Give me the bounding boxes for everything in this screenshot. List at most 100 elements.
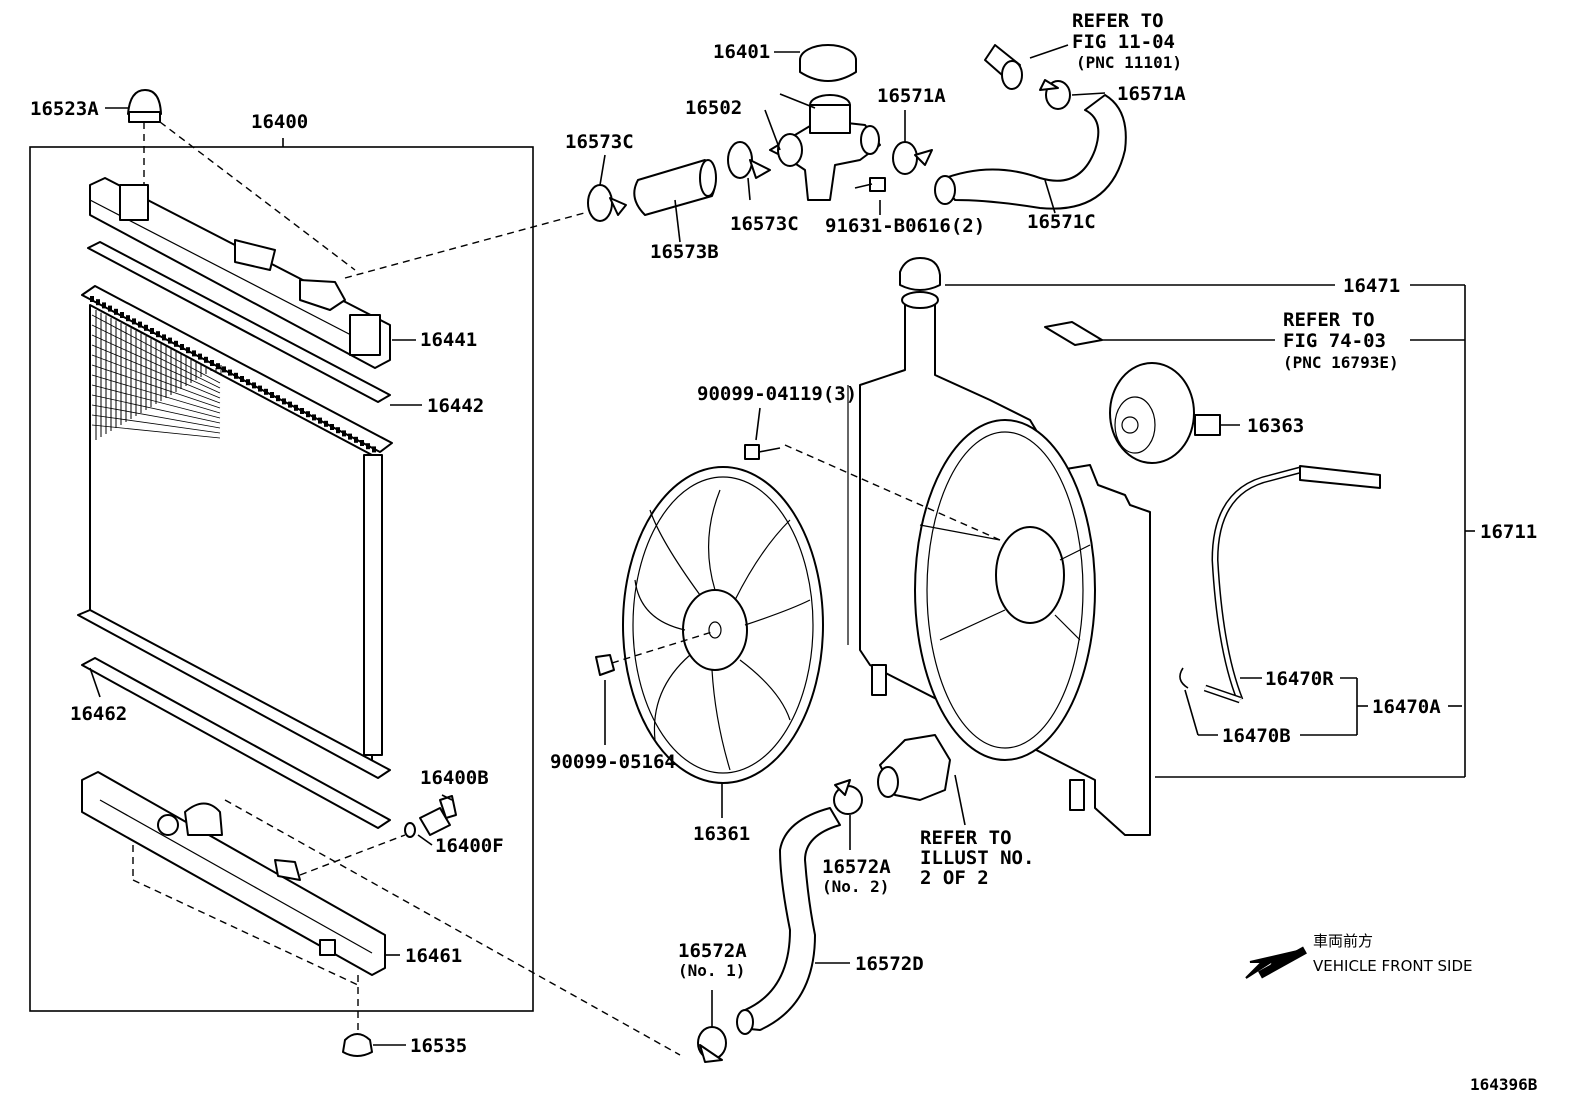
- vehicle-front-en: VEHICLE FRONT SIDE: [1313, 957, 1473, 975]
- core-header-tab: [342, 430, 346, 437]
- core-header-tab: [336, 427, 340, 434]
- core-header-tab: [276, 395, 280, 402]
- core-tube-line: [91, 314, 221, 384]
- ref1-line1: REFER TO: [1072, 10, 1164, 32]
- part-16400F-o-ring[interactable]: [404, 822, 416, 838]
- part-91631-bolt[interactable]: [854, 177, 886, 192]
- ref2-line1: REFER TO: [1283, 309, 1375, 331]
- core-header-tab: [168, 337, 172, 344]
- core-header-tab: [96, 299, 100, 306]
- part-16442-gasket[interactable]: [87, 241, 391, 403]
- label-16573B: 16573B: [650, 241, 719, 263]
- core-header-tab: [114, 308, 118, 315]
- part-16573B-hose[interactable]: [633, 159, 717, 216]
- label-16470B: 16470B: [1222, 725, 1291, 747]
- label-16461: 16461: [405, 945, 462, 967]
- part-16572A-clamp-no1[interactable]: [697, 1026, 727, 1063]
- part-16400B-drain-cock[interactable]: [419, 795, 457, 836]
- core-header-tab: [288, 401, 292, 408]
- label-16571A-a: 16571A: [877, 85, 946, 107]
- engine-pipe-ref: [984, 44, 1023, 90]
- radiator-outlet-ref: [877, 734, 951, 801]
- core-fins: [90, 296, 376, 453]
- core-header-tab: [222, 366, 226, 373]
- label-16400: 16400: [251, 111, 308, 133]
- core-header-tab: [180, 344, 184, 350]
- core-header-tab: [120, 312, 124, 318]
- core-header-tab: [150, 328, 154, 334]
- part-16401-radiator-cap[interactable]: [799, 44, 857, 82]
- part-16573C-clamp-a[interactable]: [587, 184, 627, 222]
- ref-label-patch: [1044, 321, 1103, 346]
- core-header-tab: [144, 324, 148, 331]
- label-91631: 91631-B0616(2): [825, 215, 985, 237]
- core-tube-line: [91, 374, 221, 414]
- label-16470R: 16470R: [1265, 668, 1334, 690]
- core-header-tab: [204, 356, 208, 363]
- label-16400B: 16400B: [420, 767, 489, 789]
- part-90099-04119-screw[interactable]: [744, 444, 781, 460]
- core-header-tab: [210, 360, 214, 366]
- ref3-line3: 2 OF 2: [920, 867, 989, 889]
- part-16470R-wire-harness[interactable]: [1203, 465, 1381, 704]
- part-16361-fan[interactable]: [622, 466, 824, 784]
- ref2-line3: (PNC 16793E): [1283, 353, 1399, 372]
- core-header-tab: [102, 302, 106, 309]
- part-16471-reservoir-cap[interactable]: [899, 257, 941, 291]
- part-16572A-clamp-no2[interactable]: [833, 779, 863, 815]
- label-16572A-no1: 16572A: [678, 940, 747, 962]
- core-header-tab: [126, 315, 130, 322]
- part-16571A-clamp-a[interactable]: [892, 141, 933, 175]
- label-16572A-no2: 16572A: [822, 856, 891, 878]
- core-header-tab: [306, 411, 310, 418]
- core-header-tab: [252, 382, 256, 389]
- core-header-tab: [246, 379, 250, 386]
- core-header-tab: [372, 446, 376, 453]
- part-16523A-cap[interactable]: [127, 89, 162, 123]
- core-tube-line: [91, 324, 221, 389]
- leader-lines: [89, 44, 1475, 1046]
- core-tube-line: [91, 344, 221, 399]
- core-header-tab: [264, 388, 268, 395]
- part-16535-cushion[interactable]: [342, 1033, 373, 1057]
- core-header-tab: [138, 321, 142, 328]
- label-16572A-no2-note: (No. 2): [822, 877, 889, 896]
- label-16711: 16711: [1480, 521, 1537, 543]
- label-16572A-no1-note: (No. 1): [678, 961, 745, 980]
- part-90099-05164-nut[interactable]: [595, 654, 615, 676]
- label-16441: 16441: [420, 329, 477, 351]
- core-header-tab: [312, 414, 316, 421]
- core-header-tab: [330, 424, 334, 430]
- part-16571C-hose[interactable]: [934, 94, 1127, 210]
- label-90099-04119: 90099-04119(3): [697, 383, 857, 405]
- part-16572D-hose[interactable]: [736, 807, 841, 1035]
- core-tube-line: [91, 364, 221, 409]
- core-tube-line: [91, 424, 221, 439]
- core-header-tab: [108, 305, 112, 312]
- part-16502-water-inlet[interactable]: [769, 93, 881, 201]
- core-header-tab: [324, 420, 328, 427]
- core-header-tab: [228, 369, 232, 376]
- part-16441-upper-tank[interactable]: [89, 177, 391, 369]
- part-16363-fan-motor[interactable]: [1109, 362, 1221, 464]
- part-16462-gasket[interactable]: [81, 657, 391, 829]
- part-16461-lower-tank[interactable]: [81, 771, 386, 976]
- core-header-tab: [240, 376, 244, 382]
- label-16462: 16462: [70, 703, 127, 725]
- ref1-line3: (PNC 11101): [1076, 53, 1182, 72]
- label-16535: 16535: [410, 1035, 467, 1057]
- ref1-line2: FIG 11-04: [1072, 31, 1175, 53]
- label-16573C-b: 16573C: [730, 213, 799, 235]
- core-header-tab: [162, 334, 166, 341]
- label-16573C-a: 16573C: [565, 131, 634, 153]
- part-16573C-clamp-b[interactable]: [727, 141, 771, 179]
- part-16470B-clip[interactable]: [1179, 667, 1189, 689]
- core-header-tab: [300, 408, 304, 414]
- core-tube-line: [91, 414, 221, 434]
- label-16471: 16471: [1343, 275, 1400, 297]
- part-16571A-clamp-b[interactable]: [1039, 79, 1071, 110]
- label-16572D: 16572D: [855, 953, 924, 975]
- ref3-line1: REFER TO: [920, 827, 1012, 849]
- core-tube-line: [91, 384, 221, 419]
- core-header-tab: [186, 347, 190, 354]
